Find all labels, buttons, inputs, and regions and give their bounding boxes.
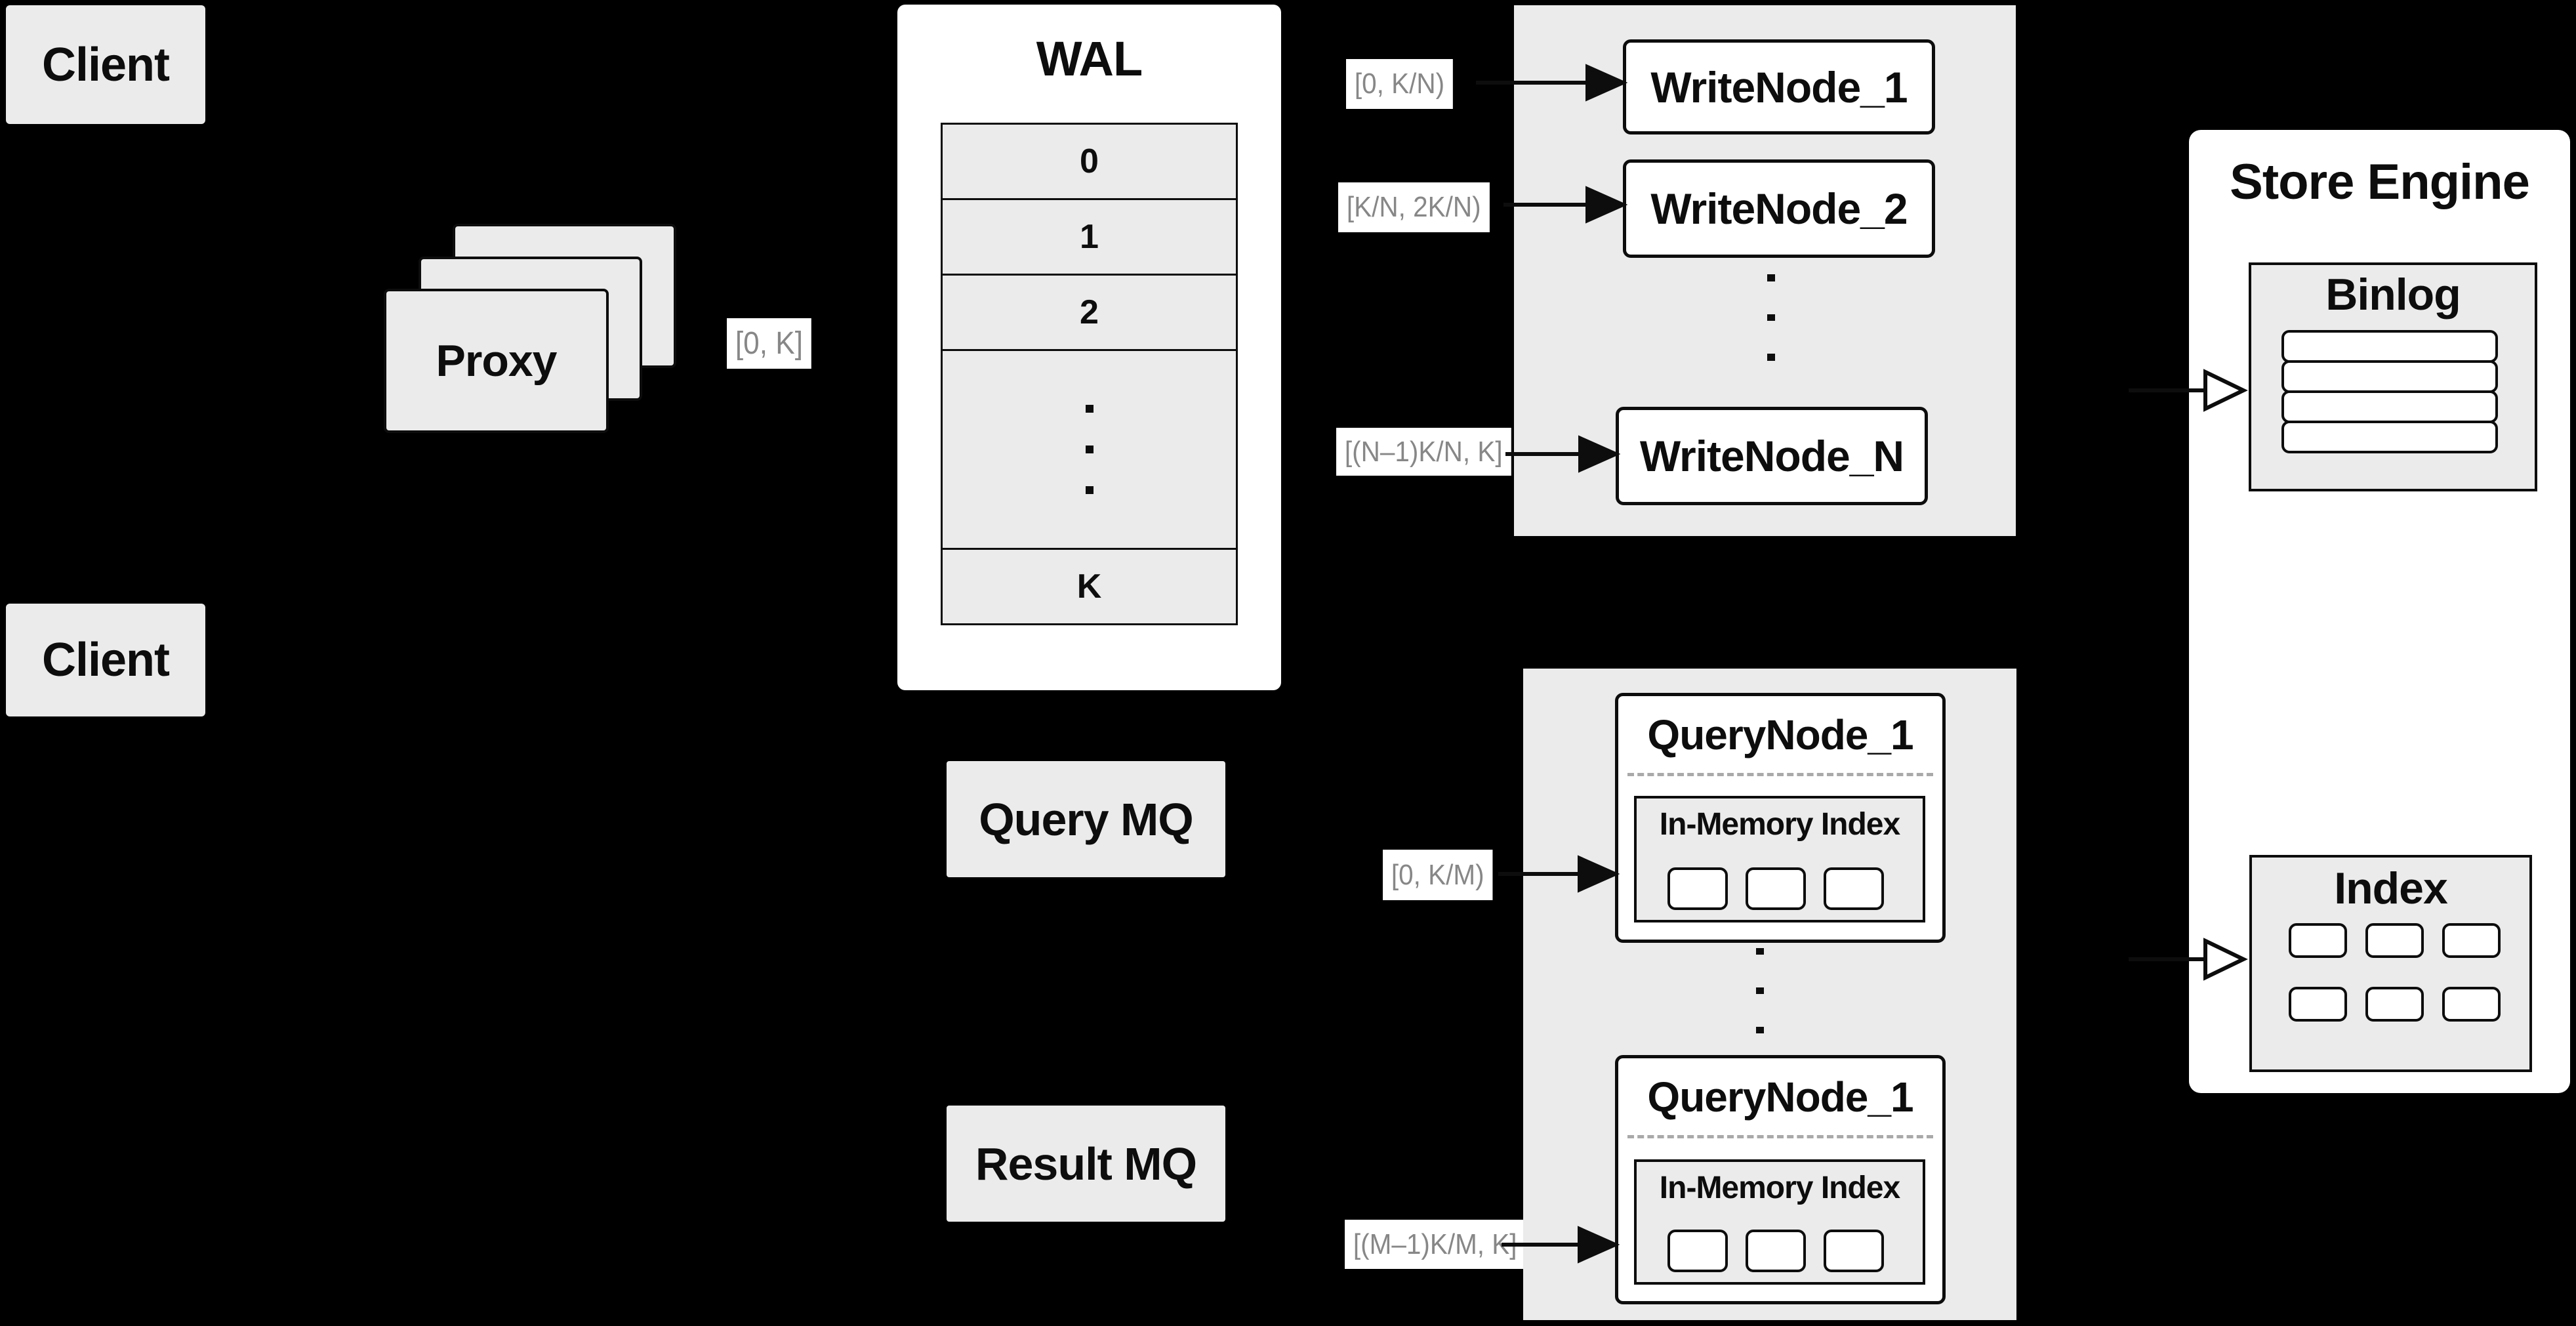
write-range-label-n: [(N–1)K/N, K] [1336,428,1511,476]
wal-segment-0: 0 [1080,142,1099,180]
query-node-divider [1627,1135,1933,1138]
wal-segment-k: K [943,548,1236,623]
query-range-label-1: [0, K/M) [1383,850,1493,900]
wal-segment-table: 0 1 2 K [941,123,1238,625]
write-node-2: WriteNode_2 [1623,159,1935,258]
index-chip [1746,867,1806,910]
write-range-label-1: [0, K/N) [1346,59,1453,109]
binlog-title: Binlog [2325,270,2461,320]
write-node-n: WriteNode_N [1616,407,1928,505]
index-box: Index [2249,855,2532,1072]
index-title: Index [2334,863,2448,913]
binlog-box: Binlog [2249,262,2537,491]
binlog-row [2281,330,2498,363]
query-mq-node: Query MQ [947,761,1225,877]
ellipsis-dot [1756,987,1764,994]
index-cell [2442,923,2501,958]
query-node-2-title: QueryNode_1 [1647,1073,1913,1121]
proxy-node: Proxy [384,289,609,433]
proxy-label: Proxy [436,336,558,386]
result-mq-node: Result MQ [947,1106,1225,1222]
index-cell [2365,987,2424,1022]
client-node-top: Client [6,5,205,124]
index-chip [1667,867,1728,910]
index-chip [1667,1230,1728,1272]
wal-box: WAL 0 1 2 K [897,5,1281,690]
query-node-2: QueryNode_1 In-Memory Index [1615,1055,1946,1304]
write-node-1: WriteNode_1 [1623,39,1935,135]
in-memory-index-1: In-Memory Index [1634,796,1925,922]
index-chip [1824,867,1884,910]
wal-title: WAL [1036,31,1143,86]
ellipsis-dot [1085,486,1094,494]
query-node-1-title: QueryNode_1 [1647,711,1913,758]
query-node-1: QueryNode_1 In-Memory Index [1615,693,1946,943]
query-node-ellipsis [1756,948,1764,1033]
wal-segment-2: 2 [943,274,1236,349]
ellipsis-dot [1767,274,1775,281]
binlog-row [2281,360,2498,393]
index-grid [2289,923,2501,1022]
query-range-label-m: [(M–1)K/M, K] [1345,1220,1526,1269]
query-node-divider [1627,773,1933,776]
index-cell [2289,987,2347,1022]
client-node-bottom: Client [6,604,205,716]
wal-segment-ellipsis [943,349,1236,548]
store-engine-box: Store Engine Binlog Index [2189,130,2570,1093]
index-chip [1824,1230,1884,1272]
write-range-label-2: [K/N, 2K/N) [1338,182,1490,232]
binlog-row [2281,390,2498,423]
in-memory-index-2: In-Memory Index [1634,1159,1925,1285]
in-memory-index-chips [1667,1230,1884,1272]
ellipsis-dot [1756,948,1764,955]
wal-segment-1: 1 [943,198,1236,274]
index-cell [2289,923,2347,958]
index-cell [2365,923,2424,958]
in-memory-index-chips [1667,867,1884,910]
client-bottom-label: Client [41,634,170,686]
binlog-rows [2281,330,2498,453]
ellipsis-dot [1767,354,1775,362]
binlog-row [2281,421,2498,453]
store-engine-title: Store Engine [2230,154,2530,210]
proxy-range-label: [0, K] [727,318,811,369]
ellipsis-dot [1767,314,1775,321]
index-cell [2442,987,2501,1022]
client-top-label: Client [41,38,170,91]
ellipsis-dot [1085,405,1094,413]
write-node-ellipsis [1767,274,1775,362]
index-chip [1746,1230,1806,1272]
ellipsis-dot [1756,1027,1764,1033]
ellipsis-dot [1085,445,1094,453]
